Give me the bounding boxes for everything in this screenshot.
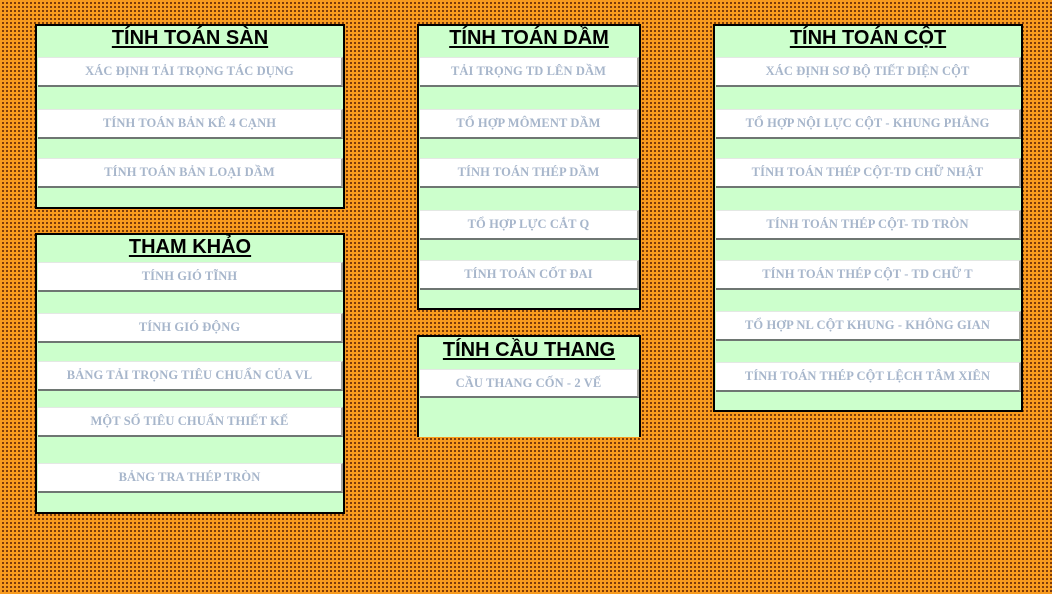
panel-title-san: TÍNH TOÁN SÀN [111, 27, 269, 49]
button-tinh-toan-thep-dam[interactable]: TÍNH TOÁN THÉP DẦM [420, 158, 639, 188]
button-tinh-gio-tinh[interactable]: TÍNH GIÓ TĨNH [38, 262, 343, 292]
button-thep-cot-lech-tam-xien[interactable]: TÍNH TOÁN THÉP CỘT LỆCH TÂM XIÊN [716, 362, 1021, 392]
panel-tinh-toan-san: TÍNH TOÁN SÀN XÁC ĐỊNH TẢI TRỌNG TÁC DỤN… [35, 24, 345, 209]
button-to-hop-nl-khong-gian[interactable]: TỔ HỢP NL CỘT KHUNG - KHÔNG GIAN [716, 311, 1021, 341]
button-thep-cot-chu-t[interactable]: TÍNH TOÁN THÉP CỘT - TD CHỮ T [716, 260, 1021, 290]
panel-tinh-toan-dam: TÍNH TOÁN DẦM TẢI TRỌNG TD LÊN DẦM TỔ HỢ… [417, 24, 641, 310]
button-tinh-gio-dong[interactable]: TÍNH GIÓ ĐỘNG [38, 313, 343, 343]
panel-title-dam: TÍNH TOÁN DẦM [449, 27, 609, 49]
button-bang-tai-trong-vl[interactable]: BẢNG TẢI TRỌNG TIÊU CHUẨN CỦA VL [38, 361, 343, 391]
panel-tham-khao: THAM KHẢO TÍNH GIÓ TĨNH TÍNH GIÓ ĐỘNG BẢ… [35, 233, 345, 514]
button-bang-tra-thep-tron[interactable]: BẢNG TRA THÉP TRÒN [38, 463, 343, 493]
button-so-bo-tiet-dien-cot[interactable]: XÁC ĐỊNH SƠ BỘ TIẾT DIỆN CỘT [716, 57, 1021, 87]
button-tieu-chuan-thiet-ke[interactable]: MỘT SỐ TIÊU CHUẨN THIẾT KẾ [38, 407, 343, 437]
button-to-hop-moment-dam[interactable]: TỔ HỢP MÔMENT DẦM [420, 109, 639, 139]
button-xac-dinh-tai-trong[interactable]: XÁC ĐỊNH TẢI TRỌNG TÁC DỤNG [38, 57, 343, 87]
panel-title-tham-khao: THAM KHẢO [128, 236, 252, 258]
button-thep-cot-chu-nhat[interactable]: TÍNH TOÁN THÉP CỘT-TD CHỮ NHẬT [716, 158, 1021, 188]
button-cau-thang-con-2-ve[interactable]: CẦU THANG CỐN - 2 VẾ [420, 369, 639, 398]
panel-title-cau-thang: TÍNH CẦU THANG [442, 339, 616, 361]
button-ban-ke-4-canh[interactable]: TÍNH TOÁN BẢN KÊ 4 CẠNH [38, 109, 343, 139]
panel-title-cot: TÍNH TOÁN CỘT [789, 27, 947, 49]
button-to-hop-luc-cat-q[interactable]: TỔ HỢP LỰC CẮT Q [420, 210, 639, 240]
panel-tinh-toan-cot: TÍNH TOÁN CỘT XÁC ĐỊNH SƠ BỘ TIẾT DIỆN C… [713, 24, 1023, 412]
button-tinh-toan-cot-dai[interactable]: TÍNH TOÁN CỐT ĐAI [420, 260, 639, 290]
button-tai-trong-len-dam[interactable]: TẢI TRỌNG TD LÊN DẦM [420, 57, 639, 87]
button-to-hop-noi-luc-khung-phang[interactable]: TỔ HỢP NỘI LỰC CỘT - KHUNG PHẲNG [716, 109, 1021, 139]
panel-tinh-cau-thang: TÍNH CẦU THANG CẦU THANG CỐN - 2 VẾ [417, 335, 641, 437]
button-thep-cot-tron[interactable]: TÍNH TOÁN THÉP CỘT- TD TRÒN [716, 210, 1021, 240]
button-ban-loai-dam[interactable]: TÍNH TOÁN BẢN LOẠI DẦM [38, 158, 343, 188]
